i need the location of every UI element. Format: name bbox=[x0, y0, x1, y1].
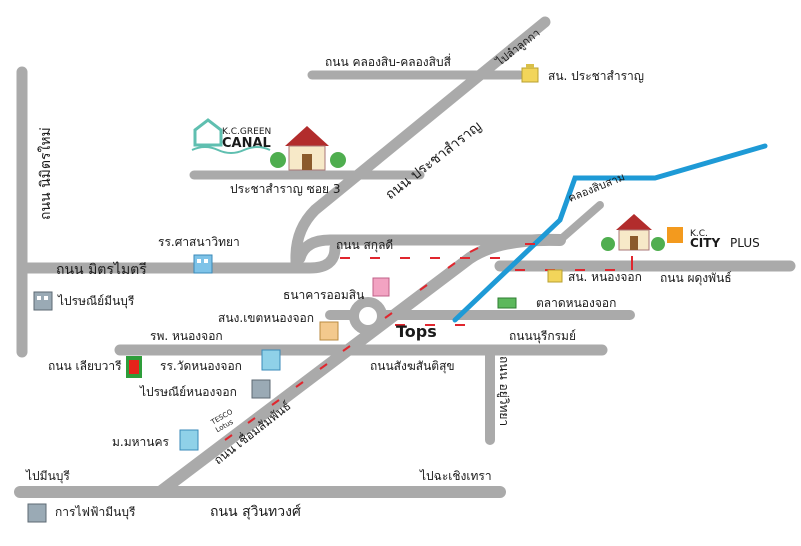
place-label-gsb-bank: ธนาคารออมสิน bbox=[283, 288, 364, 302]
house-icon bbox=[616, 214, 652, 251]
road-label-liap-wari: ถนน เลียบวารี bbox=[48, 359, 122, 373]
road-label-to-minburi: ไปมีนบุรี bbox=[25, 469, 70, 484]
tree-icon bbox=[330, 152, 346, 168]
place-label-market: ตลาดหนองจอก bbox=[536, 296, 616, 310]
place-label-hospital: รพ. หนองจอก bbox=[150, 329, 223, 343]
market-icon bbox=[497, 297, 517, 309]
building-icon bbox=[521, 64, 539, 83]
building-icon bbox=[179, 429, 199, 451]
place-label-school-sasana: รร.ศาสนาวิทยา bbox=[158, 235, 240, 249]
road-label-lam-luk-ka: ไปลำลูกกา bbox=[493, 26, 543, 69]
tops-logo: Tops bbox=[396, 322, 437, 341]
svg-text:K.C.GREEN: K.C.GREEN bbox=[222, 127, 271, 137]
road-label-chueam: ถนน เชื่อมสัมพันธ์ bbox=[210, 397, 294, 467]
road-label-pracha-soi3: ประชาสำราญ ซอย 3 bbox=[230, 182, 341, 196]
tree-icon bbox=[651, 237, 665, 251]
house-icon bbox=[285, 126, 329, 171]
building-icon bbox=[372, 277, 390, 297]
road-label-mitmaitri: ถนน มิตรไมตรี bbox=[56, 261, 147, 278]
place-label-police-nongjok: สน. หนองจอก bbox=[568, 270, 642, 284]
building-icon bbox=[27, 503, 47, 523]
svg-text:Tops: Tops bbox=[396, 322, 437, 341]
building-icon bbox=[261, 349, 281, 371]
building-icon bbox=[33, 291, 53, 311]
kc-city-plus-logo: K.C. CITY PLUS bbox=[667, 227, 760, 250]
road-label-phadungphan: ถนน ผดุงพันธ์ bbox=[660, 271, 732, 286]
road-label-suwinthawong: ถนน สุวินทวงศ์ bbox=[210, 503, 301, 520]
place-label-mahanakorn: ม.มหานคร bbox=[112, 435, 170, 449]
place-label-health-center: สนง.เขตหนองจอก bbox=[218, 311, 314, 325]
building-icon bbox=[193, 254, 213, 274]
road-network bbox=[14, 16, 796, 498]
road-label-nuburirom: ถนนนุรีกรมย์ bbox=[509, 329, 576, 344]
place-label-district-office: สน. ประชาสำราญ bbox=[548, 69, 644, 83]
svg-text:PLUS: PLUS bbox=[730, 236, 760, 250]
building-icon bbox=[319, 321, 339, 341]
tree-icon bbox=[270, 152, 286, 168]
kc-green-canal-logo: K.C.GREEN CANAL bbox=[191, 118, 271, 154]
building-icon bbox=[251, 379, 271, 399]
road-label-sangwan: ถนนสังฆสันติสุข bbox=[370, 359, 455, 374]
road-label-to-chachoengsao: ไปฉะเชิงเทรา bbox=[419, 469, 492, 483]
road-label-sakun-di: ถนน สกุลดี bbox=[336, 238, 393, 253]
place-label-post-nongjok: ไปรษณีย์หนองจอก bbox=[139, 385, 237, 399]
tree-icon bbox=[601, 237, 615, 251]
roundabout bbox=[349, 297, 387, 335]
road-label-pracha-samran: ถนน ประชาสำราญ bbox=[383, 118, 485, 203]
canal-line bbox=[452, 143, 768, 323]
road-label-nimit-mai: ถนน นิมิตรใหม่ bbox=[37, 127, 54, 220]
canal-label: คลองสิบสาม bbox=[566, 170, 626, 205]
place-label-electric: การไฟฟ้ามีนบุรี bbox=[55, 505, 136, 520]
road-label-uyuwittaya: ถนน อยู่วิทยา bbox=[496, 356, 511, 426]
svg-text:K.C.: K.C. bbox=[690, 229, 708, 239]
road-label-khlong-sib: ถนน คลองสิบ-คลองสิบสี่ bbox=[325, 53, 452, 69]
place-label-post-minburi: ไปรษณีย์มีนบุรี bbox=[57, 294, 135, 309]
7-eleven-icon bbox=[126, 356, 142, 378]
building-icon bbox=[547, 269, 563, 283]
svg-text:CITY: CITY bbox=[690, 236, 720, 250]
place-label-school-wat: รร.วัดหนองจอก bbox=[160, 359, 242, 373]
